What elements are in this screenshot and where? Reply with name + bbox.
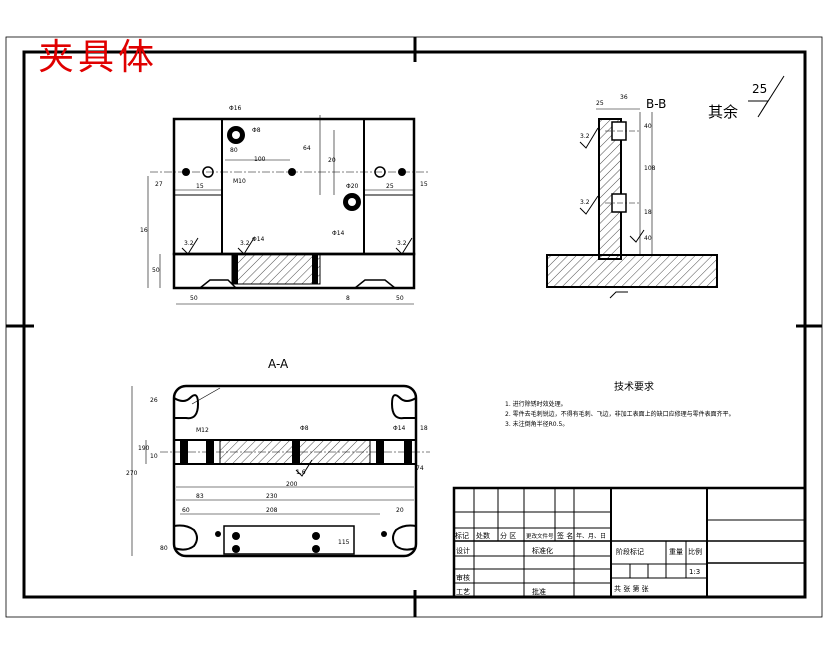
svg-text:审核: 审核 — [456, 573, 470, 582]
svg-text:设计: 设计 — [456, 546, 470, 555]
svg-text:270: 270 — [126, 470, 138, 477]
svg-text:处数: 处数 — [476, 531, 490, 540]
top-view — [147, 115, 430, 305]
svg-text:50: 50 — [396, 295, 404, 302]
svg-text:26: 26 — [150, 397, 158, 404]
svg-text:比例: 比例 — [688, 547, 702, 556]
svg-text:重量: 重量 — [669, 548, 683, 556]
front-view-aa — [131, 384, 430, 558]
svg-text:190: 190 — [138, 445, 150, 452]
svg-text:25: 25 — [386, 183, 394, 190]
svg-text:20: 20 — [328, 157, 336, 164]
front-view-dims: 270 190 26 10 200 83 230 208 60 20 M12 Φ… — [126, 397, 428, 552]
section-label-bb: B-B — [646, 97, 666, 111]
title-block-text: 标记 处数 分 区 更改文件号 签 名 年、月、日 设计 标准化 阶段标记 重量… — [455, 531, 702, 596]
svg-text:15: 15 — [420, 181, 428, 188]
svg-text:1.6: 1.6 — [296, 469, 306, 476]
svg-text:25: 25 — [596, 100, 604, 107]
svg-text:更改文件号: 更改文件号 — [526, 532, 554, 540]
svg-text:40: 40 — [644, 235, 652, 242]
title-block — [452, 486, 807, 599]
side-view-bb — [546, 108, 718, 299]
svg-text:3.2: 3.2 — [184, 240, 194, 247]
svg-text:16: 16 — [140, 227, 148, 234]
side-view-dims: 25 36 40 108 18 40 3.2 3.2 — [580, 94, 656, 242]
svg-text:18: 18 — [644, 209, 652, 216]
svg-text:3.2: 3.2 — [397, 240, 407, 247]
svg-text:共 张 第 张: 共 张 第 张 — [614, 584, 649, 593]
svg-text:50: 50 — [190, 295, 198, 302]
svg-text:18: 18 — [420, 425, 428, 432]
svg-text:M10: M10 — [233, 178, 246, 185]
svg-text:230: 230 — [266, 493, 278, 500]
drawing-title: 夹具体 — [38, 37, 159, 78]
tech-item-1: 1. 进行除锈时效处理。 — [505, 400, 567, 408]
svg-text:36: 36 — [620, 94, 628, 101]
svg-text:3.2: 3.2 — [240, 240, 250, 247]
svg-text:115: 115 — [338, 539, 350, 546]
svg-text:Φ8: Φ8 — [252, 127, 261, 134]
svg-text:Φ8: Φ8 — [300, 425, 309, 432]
svg-text:74: 74 — [416, 465, 424, 472]
svg-text:Φ20: Φ20 — [346, 183, 359, 190]
svg-text:Φ14: Φ14 — [393, 425, 406, 432]
svg-text:分 区: 分 区 — [500, 531, 516, 540]
surface-value: 25 — [752, 82, 767, 96]
svg-text:签 名: 签 名 — [557, 531, 573, 540]
svg-text:40: 40 — [644, 123, 652, 130]
svg-text:64: 64 — [303, 145, 311, 152]
svg-text:200: 200 — [286, 481, 298, 488]
svg-text:工艺: 工艺 — [456, 588, 470, 596]
svg-text:阶段标记: 阶段标记 — [616, 547, 644, 556]
section-label-aa: A-A — [268, 357, 289, 371]
tech-heading: 技术要求 — [614, 380, 654, 393]
tech-item-3: 3. 未注倒角半径R0.5。 — [505, 420, 568, 428]
top-view-dims: Φ16 Φ8 80 100 64 20 M10 Φ20 27 15 25 15 … — [140, 105, 428, 302]
svg-text:年、月、日: 年、月、日 — [576, 532, 606, 540]
roughness-symbol — [748, 75, 785, 118]
svg-text:100: 100 — [254, 156, 266, 163]
svg-text:Φ16: Φ16 — [229, 105, 242, 112]
svg-text:27: 27 — [155, 181, 163, 188]
svg-text:3.2: 3.2 — [580, 133, 590, 140]
svg-text:15: 15 — [196, 183, 204, 190]
svg-text:M12: M12 — [196, 427, 209, 434]
svg-text:标准化: 标准化 — [532, 546, 553, 555]
svg-text:60: 60 — [182, 507, 190, 514]
svg-text:标记: 标记 — [455, 531, 469, 540]
svg-text:80: 80 — [230, 147, 238, 154]
svg-text:Φ14: Φ14 — [332, 230, 345, 237]
svg-text:80: 80 — [160, 545, 168, 552]
svg-text:10: 10 — [150, 453, 158, 460]
svg-text:1:3: 1:3 — [689, 568, 700, 576]
svg-text:20: 20 — [396, 507, 404, 514]
svg-text:83: 83 — [196, 493, 204, 500]
svg-text:108: 108 — [644, 165, 656, 172]
svg-text:208: 208 — [266, 507, 278, 514]
svg-text:批准: 批准 — [532, 587, 546, 596]
surface-label: 其余 — [708, 103, 738, 121]
svg-text:3.2: 3.2 — [580, 199, 590, 206]
tech-item-2: 2. 零件去毛刺锐边，不得有毛刺、飞边，非加工表面上的缺口应修理与零件表面齐平。 — [505, 410, 735, 418]
svg-text:8: 8 — [346, 295, 350, 302]
svg-text:50: 50 — [152, 267, 160, 274]
svg-text:Φ14: Φ14 — [252, 236, 265, 243]
tech-requirements: 技术要求 1. 进行除锈时效处理。 2. 零件去毛刺锐边，不得有毛刺、飞边，非加… — [505, 380, 735, 428]
